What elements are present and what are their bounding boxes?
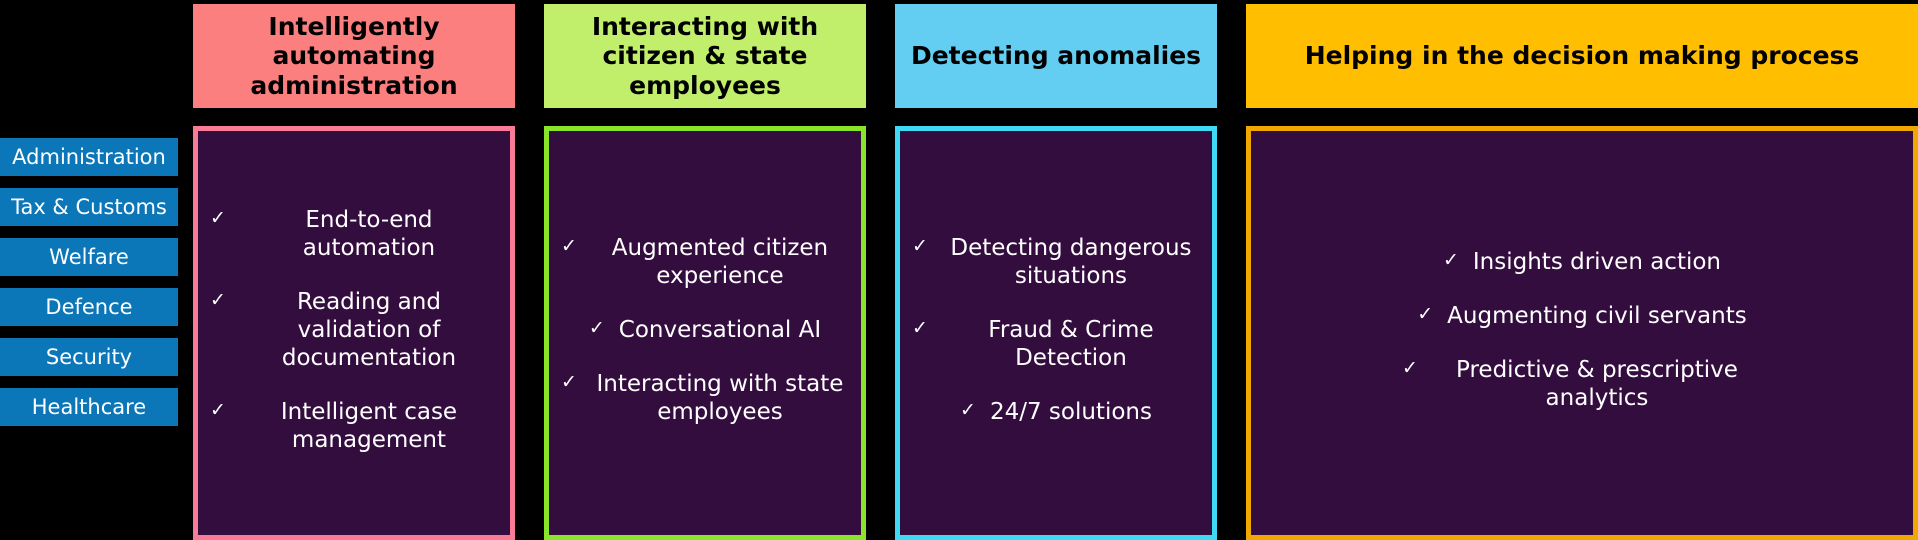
sidebar-item-label: Administration: [12, 145, 166, 169]
list-item-label: End-to-end automation: [302, 206, 436, 261]
column-header: Detecting anomalies: [895, 4, 1217, 108]
column-detecting-anomalies: Detecting anomalies ✓ Detecting dangerou…: [895, 0, 1217, 540]
sidebar-item-administration[interactable]: Administration: [0, 138, 178, 176]
check-icon: ✓: [210, 288, 226, 311]
sector-sidebar: Administration Tax & Customs Welfare Def…: [0, 138, 178, 438]
check-icon: ✓: [1402, 357, 1418, 379]
column-header: Intelligently automating administration: [193, 4, 515, 108]
list-item-label: Detecting dangerous situations: [950, 234, 1192, 289]
sidebar-item-label: Security: [45, 345, 133, 369]
list-item-label: Reading and validation of documentation: [281, 288, 457, 372]
check-icon: ✓: [1417, 302, 1434, 325]
column-body: ✓ End-to-end automation ✓ Reading and va…: [193, 126, 515, 540]
list-item-label: Augmenting civil servants: [1447, 302, 1747, 329]
check-icon: ✓: [210, 206, 226, 229]
column-intelligently-automating-administration: Intelligently automating administration …: [193, 0, 515, 540]
sidebar-item-label: Healthcare: [31, 395, 147, 419]
list-item-label: Fraud & Crime Detection: [988, 316, 1154, 372]
list-item: ✓ Reading and validation of documentatio…: [210, 288, 498, 372]
check-icon: ✓: [588, 316, 605, 339]
sidebar-item-welfare[interactable]: Welfare: [0, 238, 178, 276]
check-icon: ✓: [912, 234, 928, 257]
sidebar-item-security[interactable]: Security: [0, 338, 178, 376]
list-item-label: Intelligent case management: [280, 399, 458, 454]
list-item: ✓ 24/7 solutions: [912, 398, 1200, 426]
check-icon: ✓: [1442, 248, 1459, 271]
list-item: ✓ End-to-end automation: [210, 206, 498, 262]
check-icon: ✓: [561, 371, 577, 394]
list-item-label: Conversational AI: [618, 316, 822, 343]
list-item: ✓ Detecting dangerous situations: [912, 234, 1200, 290]
sidebar-item-label: Welfare: [49, 245, 129, 269]
check-icon: ✓: [960, 399, 976, 422]
check-icon: ✓: [210, 399, 226, 422]
column-body: ✓ Augmented citizen experience ✓ Convers…: [544, 126, 866, 540]
list-item-label: Interacting with state employees: [596, 371, 844, 426]
check-icon: ✓: [912, 316, 928, 339]
list-item: ✓ Insights driven action: [1263, 248, 1901, 276]
sidebar-item-label: Defence: [45, 295, 133, 319]
column-header: Interacting with citizen & state employe…: [544, 4, 866, 108]
list-item-label: 24/7 solutions: [989, 399, 1152, 426]
column-body: ✓ Detecting dangerous situations ✓ Fraud…: [895, 126, 1217, 540]
check-icon: ✓: [561, 234, 577, 257]
sidebar-item-tax-and-customs[interactable]: Tax & Customs: [0, 188, 178, 226]
list-item-label: Augmented citizen experience: [611, 234, 829, 289]
list-item: ✓ Predictive & prescriptive analytics: [1263, 356, 1901, 412]
sidebar-item-healthcare[interactable]: Healthcare: [0, 388, 178, 426]
column-interacting-with-citizen-and-state-employees: Interacting with citizen & state employe…: [544, 0, 866, 540]
sidebar-item-label: Tax & Customs: [11, 195, 167, 219]
list-item-label: Predictive & prescriptive analytics: [1456, 357, 1738, 412]
list-item: ✓ Augmenting civil servants: [1263, 302, 1901, 330]
list-item: ✓ Intelligent case management: [210, 398, 498, 454]
list-item: ✓ Fraud & Crime Detection: [912, 316, 1200, 372]
column-body: ✓ Insights driven action ✓ Augmenting ci…: [1246, 126, 1918, 540]
sidebar-item-defence[interactable]: Defence: [0, 288, 178, 326]
list-item: ✓ Conversational AI: [561, 316, 849, 344]
list-item-label: Insights driven action: [1472, 248, 1722, 275]
column-helping-in-the-decision-making-process: Helping in the decision making process ✓…: [1246, 0, 1918, 540]
list-item: ✓ Augmented citizen experience: [561, 234, 849, 290]
list-item: ✓ Interacting with state employees: [561, 370, 849, 426]
column-header: Helping in the decision making process: [1246, 4, 1918, 108]
